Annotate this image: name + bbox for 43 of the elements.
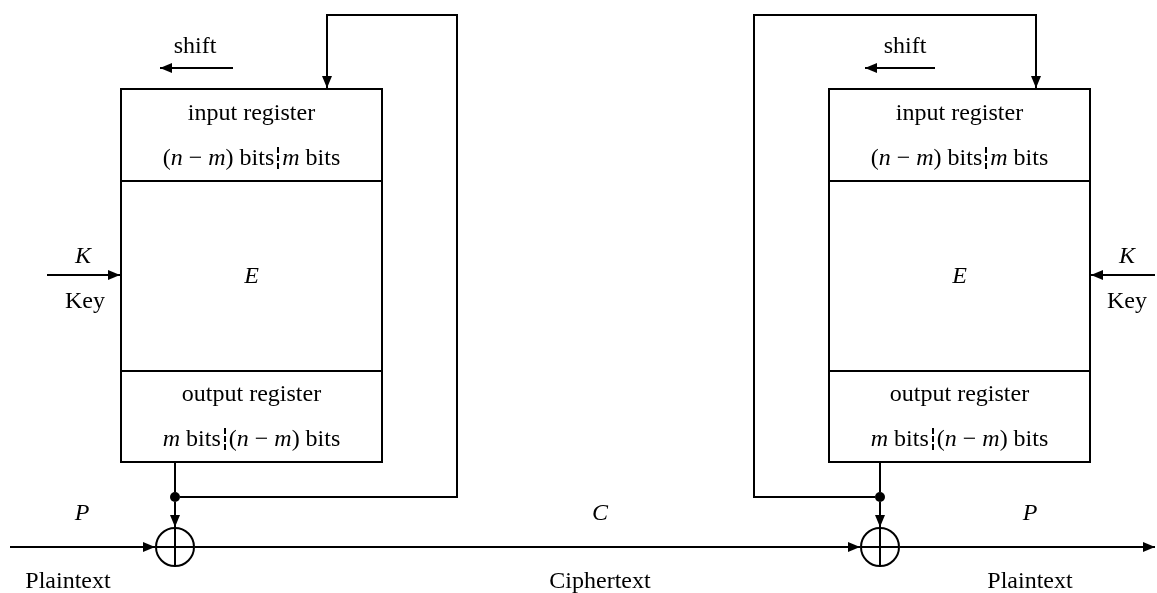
arrow: [1090, 270, 1156, 280]
arrow: [875, 501, 885, 528]
arrow: [194, 542, 861, 552]
bit-width-text: m bits: [282, 143, 341, 172]
key-label: Key: [1107, 288, 1147, 312]
ciphertext-symbol: C: [592, 500, 608, 524]
plaintext-symbol: P: [1022, 500, 1038, 524]
ciphertext-label: Ciphertext: [549, 568, 651, 592]
arrow: [899, 542, 1156, 552]
key-symbol: K: [75, 243, 91, 267]
bit-width-text: (n − m) bits: [870, 143, 983, 172]
plaintext-label: Plaintext: [987, 568, 1073, 592]
arrow: [9, 542, 156, 552]
register-title: output register: [181, 380, 322, 409]
bit-width-text: m bits: [162, 424, 221, 453]
key-label: Key: [65, 288, 105, 312]
encryption-box: [120, 180, 383, 372]
arrow: [46, 270, 121, 280]
encryption-symbol: E: [952, 262, 967, 290]
register-box: [828, 370, 1091, 463]
shift-label: shift: [173, 33, 217, 57]
register-box: [120, 370, 383, 463]
encryption-box: [828, 180, 1091, 372]
arrow: [179, 14, 458, 498]
register-box: [828, 88, 1091, 182]
key-symbol: K: [1119, 243, 1135, 267]
bit-width-text: (n − m) bits: [936, 424, 1049, 453]
connector-line: [879, 462, 881, 493]
bit-width-text: (n − m) bits: [228, 424, 341, 453]
bit-width-text: (n − m) bits: [162, 143, 275, 172]
connector-line: [174, 462, 176, 493]
bit-width-text: m bits: [990, 143, 1049, 172]
arrow: [753, 14, 1041, 498]
register-title: input register: [895, 98, 1024, 127]
bit-width-text: m bits: [870, 424, 929, 453]
register-box: [120, 88, 383, 182]
register-title: input register: [187, 98, 316, 127]
encryption-symbol: E: [244, 262, 259, 290]
arrow: [170, 501, 180, 528]
plaintext-symbol: P: [74, 500, 90, 524]
register-title: output register: [889, 380, 1030, 409]
plaintext-label: Plaintext: [25, 568, 111, 592]
shift-label: shift: [883, 33, 927, 57]
